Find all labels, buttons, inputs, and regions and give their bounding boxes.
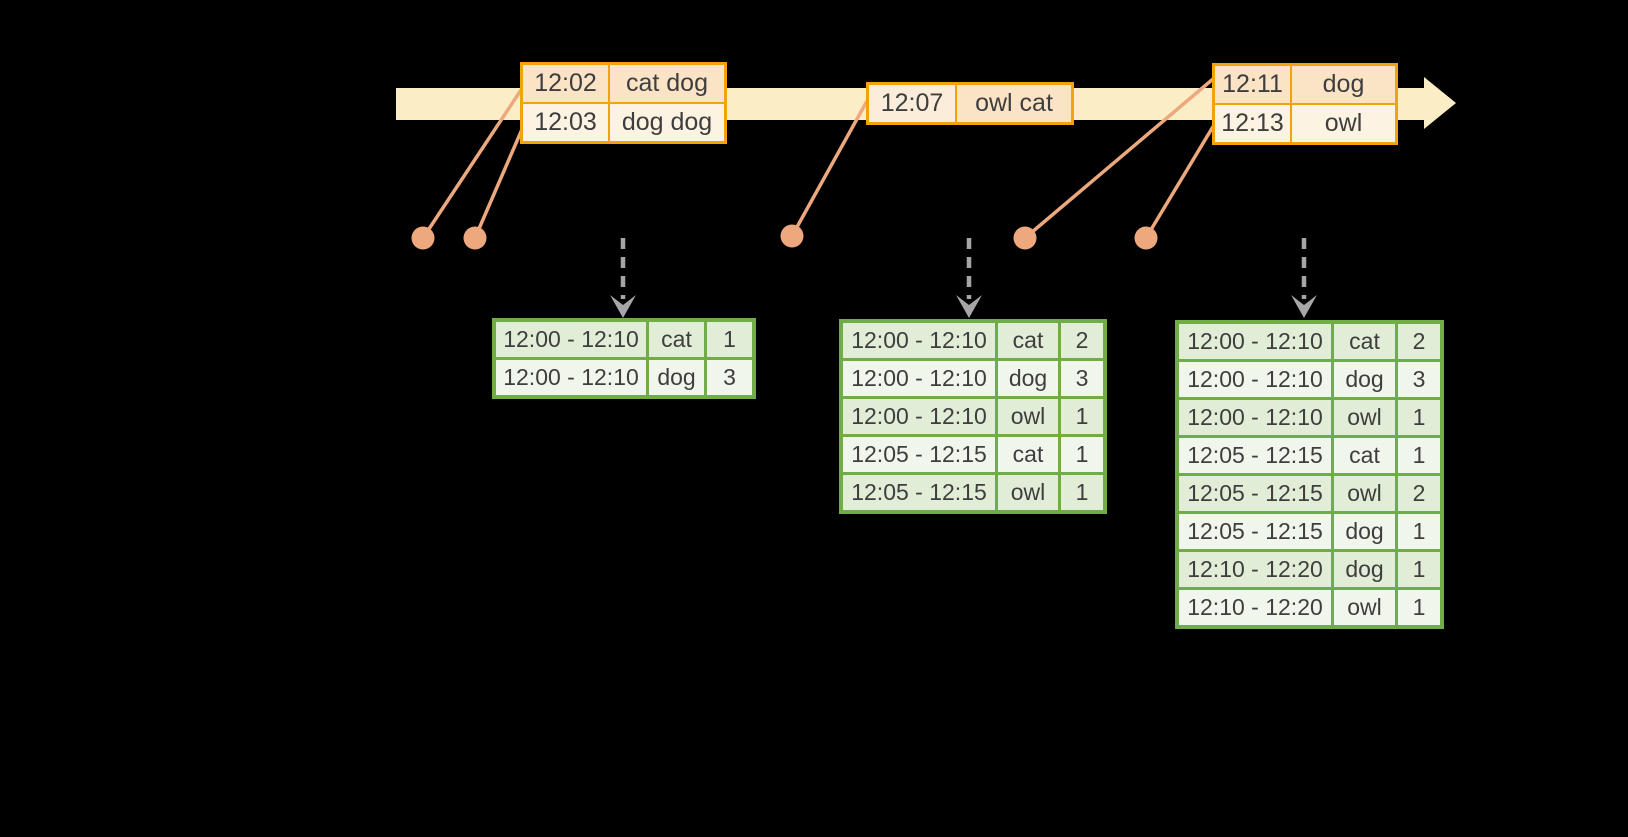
count-cell: 1 — [1061, 437, 1103, 472]
word-cell: owl — [1334, 476, 1395, 511]
word-cell: cat — [998, 323, 1058, 358]
word-cell: owl — [1334, 400, 1395, 435]
count-cell: 1 — [1398, 400, 1440, 435]
window-cell: 12:00 - 12:10 — [496, 322, 646, 357]
count-cell: 3 — [1398, 362, 1440, 397]
window-cell: 12:00 - 12:10 — [843, 323, 995, 358]
window-cell: 12:00 - 12:10 — [843, 361, 995, 396]
window-cell: 12:05 - 12:15 — [843, 437, 995, 472]
event-dot — [411, 226, 435, 250]
window-cell: 12:10 - 12:20 — [1179, 590, 1331, 625]
event-dot — [1134, 226, 1158, 250]
count-cell: 1 — [1398, 514, 1440, 549]
window-cell: 12:00 - 12:10 — [496, 360, 646, 395]
window-cell: 12:05 - 12:15 — [843, 475, 995, 510]
event-time-cell: 12:03 — [523, 104, 608, 141]
word-cell: cat — [649, 322, 704, 357]
event-words-cell: dog dog — [610, 104, 724, 141]
window-cell: 12:00 - 12:10 — [1179, 362, 1331, 397]
event-words-cell: cat dog — [610, 65, 724, 102]
event-connector-line — [473, 126, 525, 239]
word-cell: cat — [1334, 438, 1395, 473]
event-words-cell: owl cat — [957, 85, 1071, 122]
count-cell: 1 — [1398, 590, 1440, 625]
event-dot — [780, 224, 804, 248]
count-cell: 1 — [1061, 399, 1103, 434]
word-cell: dog — [1334, 552, 1395, 587]
event-words-cell: dog — [1292, 66, 1395, 103]
window-cell: 12:05 - 12:15 — [1179, 476, 1331, 511]
word-cell: dog — [1334, 362, 1395, 397]
window-cell: 12:10 - 12:20 — [1179, 552, 1331, 587]
event-time-cell: 12:11 — [1215, 66, 1290, 103]
count-cell: 3 — [707, 360, 752, 395]
count-cell: 3 — [1061, 361, 1103, 396]
timeline-arrowhead-icon — [1424, 77, 1456, 129]
count-cell: 1 — [1398, 552, 1440, 587]
count-cell: 1 — [1398, 438, 1440, 473]
event-time-cell: 12:07 — [869, 85, 955, 122]
count-cell: 2 — [1398, 324, 1440, 359]
count-cell: 2 — [1398, 476, 1440, 511]
word-cell: owl — [998, 475, 1058, 510]
event-time-cell: 12:13 — [1215, 105, 1290, 142]
word-cell: cat — [1334, 324, 1395, 359]
word-cell: owl — [998, 399, 1058, 434]
trigger-arrowhead-icon — [1291, 295, 1317, 318]
window-cell: 12:05 - 12:15 — [1179, 514, 1331, 549]
word-cell: cat — [998, 437, 1058, 472]
event-time-cell: 12:02 — [523, 65, 608, 102]
count-cell: 1 — [707, 322, 752, 357]
count-cell: 2 — [1061, 323, 1103, 358]
count-cell: 1 — [1061, 475, 1103, 510]
trigger-arrowhead-icon — [610, 295, 636, 318]
word-cell: dog — [998, 361, 1058, 396]
window-cell: 12:00 - 12:10 — [843, 399, 995, 434]
trigger-arrowhead-icon — [956, 295, 982, 318]
event-dot — [463, 226, 487, 250]
window-cell: 12:05 - 12:15 — [1179, 438, 1331, 473]
event-connector-line — [790, 100, 869, 237]
window-cell: 12:00 - 12:10 — [1179, 400, 1331, 435]
event-connector-line — [1144, 124, 1216, 239]
event-dot — [1013, 226, 1037, 250]
word-cell: dog — [649, 360, 704, 395]
word-cell: dog — [1334, 514, 1395, 549]
event-words-cell: owl — [1292, 105, 1395, 142]
window-cell: 12:00 - 12:10 — [1179, 324, 1331, 359]
word-cell: owl — [1334, 590, 1395, 625]
